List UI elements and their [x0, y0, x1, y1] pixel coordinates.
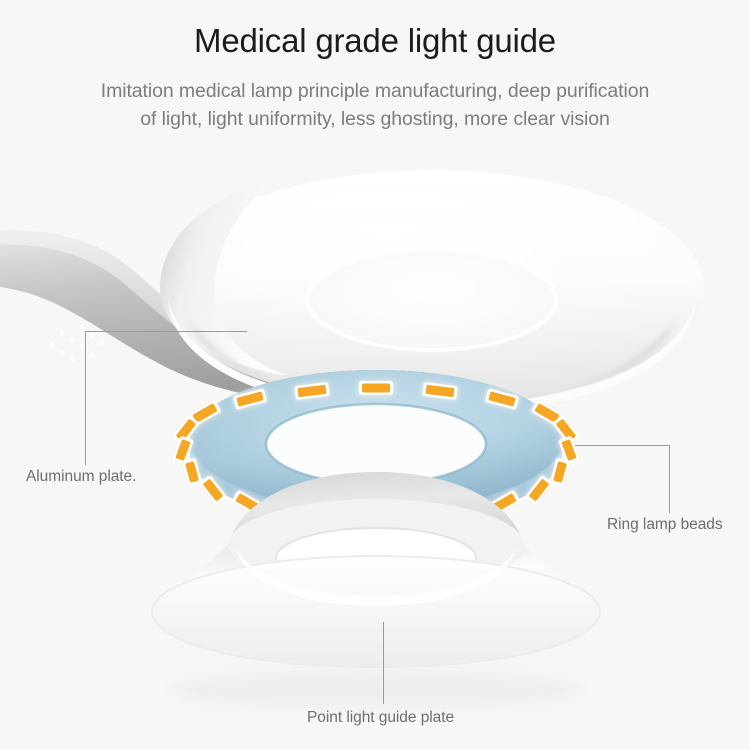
led-bead: [552, 415, 580, 445]
led-bead: [294, 382, 330, 400]
led-bead: [422, 382, 458, 400]
point-light-guide-plate-group: [150, 472, 602, 708]
led-bead: [182, 458, 202, 486]
diffuser-bottom-rim: [152, 556, 600, 668]
led-bead: [199, 475, 227, 505]
led-bead: [172, 415, 200, 445]
subtitle-line-2: of light, light uniformity, less ghostin…: [140, 107, 610, 130]
callout-point-light-guide-plate: Point light guide plate: [307, 709, 455, 726]
lamp-head-inner-lip: [305, 248, 559, 352]
led-bead: [359, 381, 393, 395]
leader-line-aluminum-vertical: [85, 331, 86, 465]
led-bead: [550, 458, 570, 486]
diffuser-skirt: [152, 612, 600, 688]
leader-line-aluminum-horizontal: [85, 331, 247, 332]
callout-aluminum-plate: Aluminum plate.: [26, 468, 137, 485]
led-bead: [525, 475, 553, 505]
leader-line-guide-vertical: [383, 622, 384, 704]
diffuser-inner-highlight: [236, 548, 516, 606]
page-subtitle: Imitation medical lamp principle manufac…: [0, 60, 750, 133]
led-bead: [531, 400, 563, 426]
leader-line-beads-vertical: [669, 445, 670, 513]
page-title: Medical grade light guide: [194, 22, 556, 59]
arm-vent-holes: [49, 324, 105, 363]
led-bead: [172, 436, 194, 464]
callout-ring-lamp-beads: Ring lamp beads: [607, 516, 723, 533]
led-bead: [558, 436, 580, 464]
led-ring-group: [172, 370, 580, 524]
leader-line-beads-horizontal: [575, 445, 670, 446]
header-block: Medical grade light guide Imitation medi…: [0, 0, 750, 133]
led-ring-hole: [266, 404, 486, 484]
lamp-head-inner-hole: [308, 250, 556, 350]
subtitle-line-1: Imitation medical lamp principle manufac…: [100, 79, 650, 102]
lamp-head-group: [0, 170, 704, 414]
diffuser-ground-shadow: [170, 672, 582, 708]
led-bead: [233, 388, 267, 410]
led-bead: [485, 388, 519, 410]
led-bead: [189, 400, 221, 426]
